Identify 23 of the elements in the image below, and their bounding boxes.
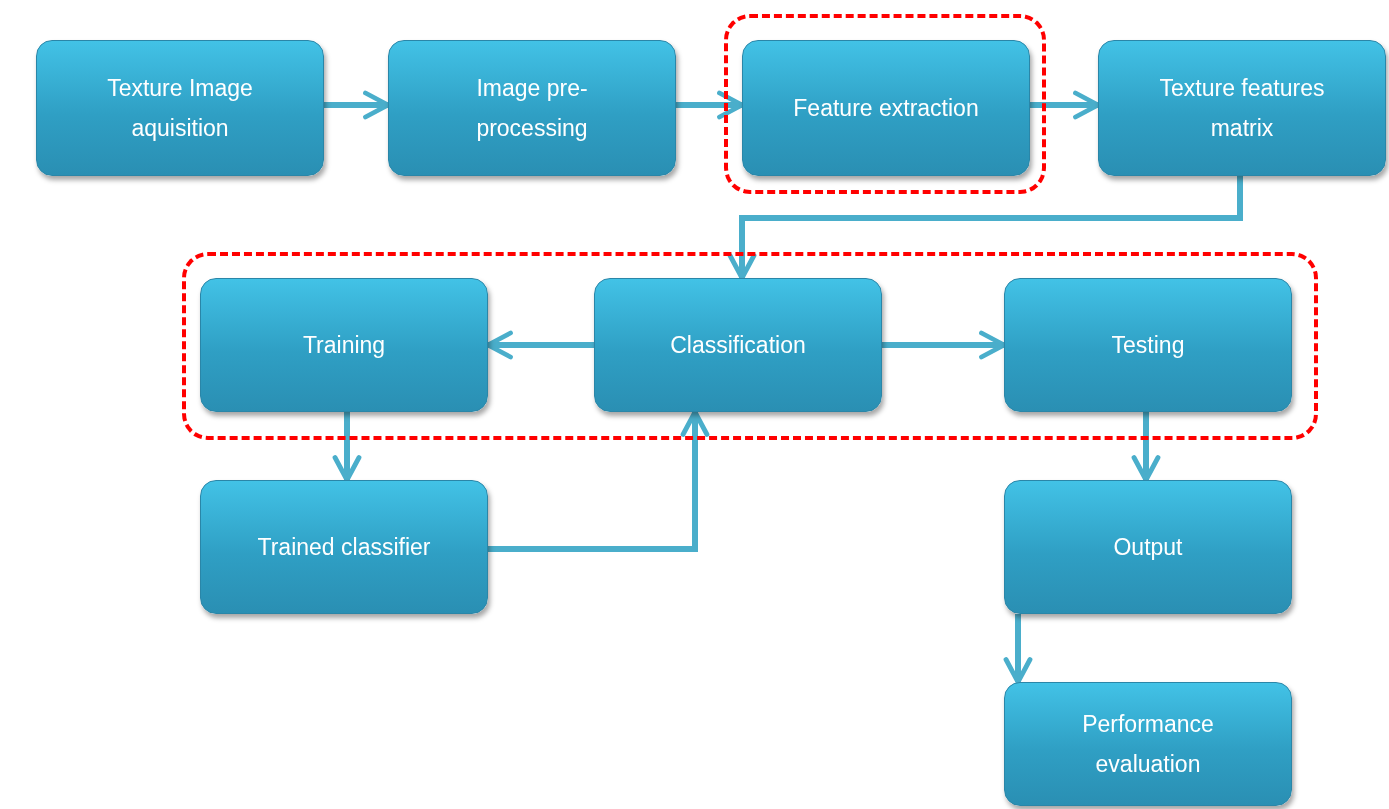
process-box [200,278,488,412]
process-box [1004,480,1292,614]
node-label: Texture Image aquisition [106,74,254,143]
process-box [36,40,324,176]
node-label: Image pre-processing [475,74,589,143]
process-box [1004,278,1292,412]
process-box [594,278,882,412]
node-label: Output [1113,533,1183,562]
process-box [1004,682,1292,806]
node-label: Texture features matrix [1158,74,1326,143]
process-box [200,480,488,614]
node-label: Testing [1111,331,1185,360]
group-frame [182,252,1318,440]
process-box [742,40,1030,176]
node-label: Feature extraction [793,94,979,123]
node-label: Trained classifier [257,533,431,562]
node-label: Performance evaluation [1081,710,1215,779]
node-label: Training [302,331,386,360]
arrow [1003,614,1033,685]
group-frame [724,14,1046,194]
node-label: Classification [670,331,806,360]
process-box [388,40,676,176]
process-box [1098,40,1386,176]
